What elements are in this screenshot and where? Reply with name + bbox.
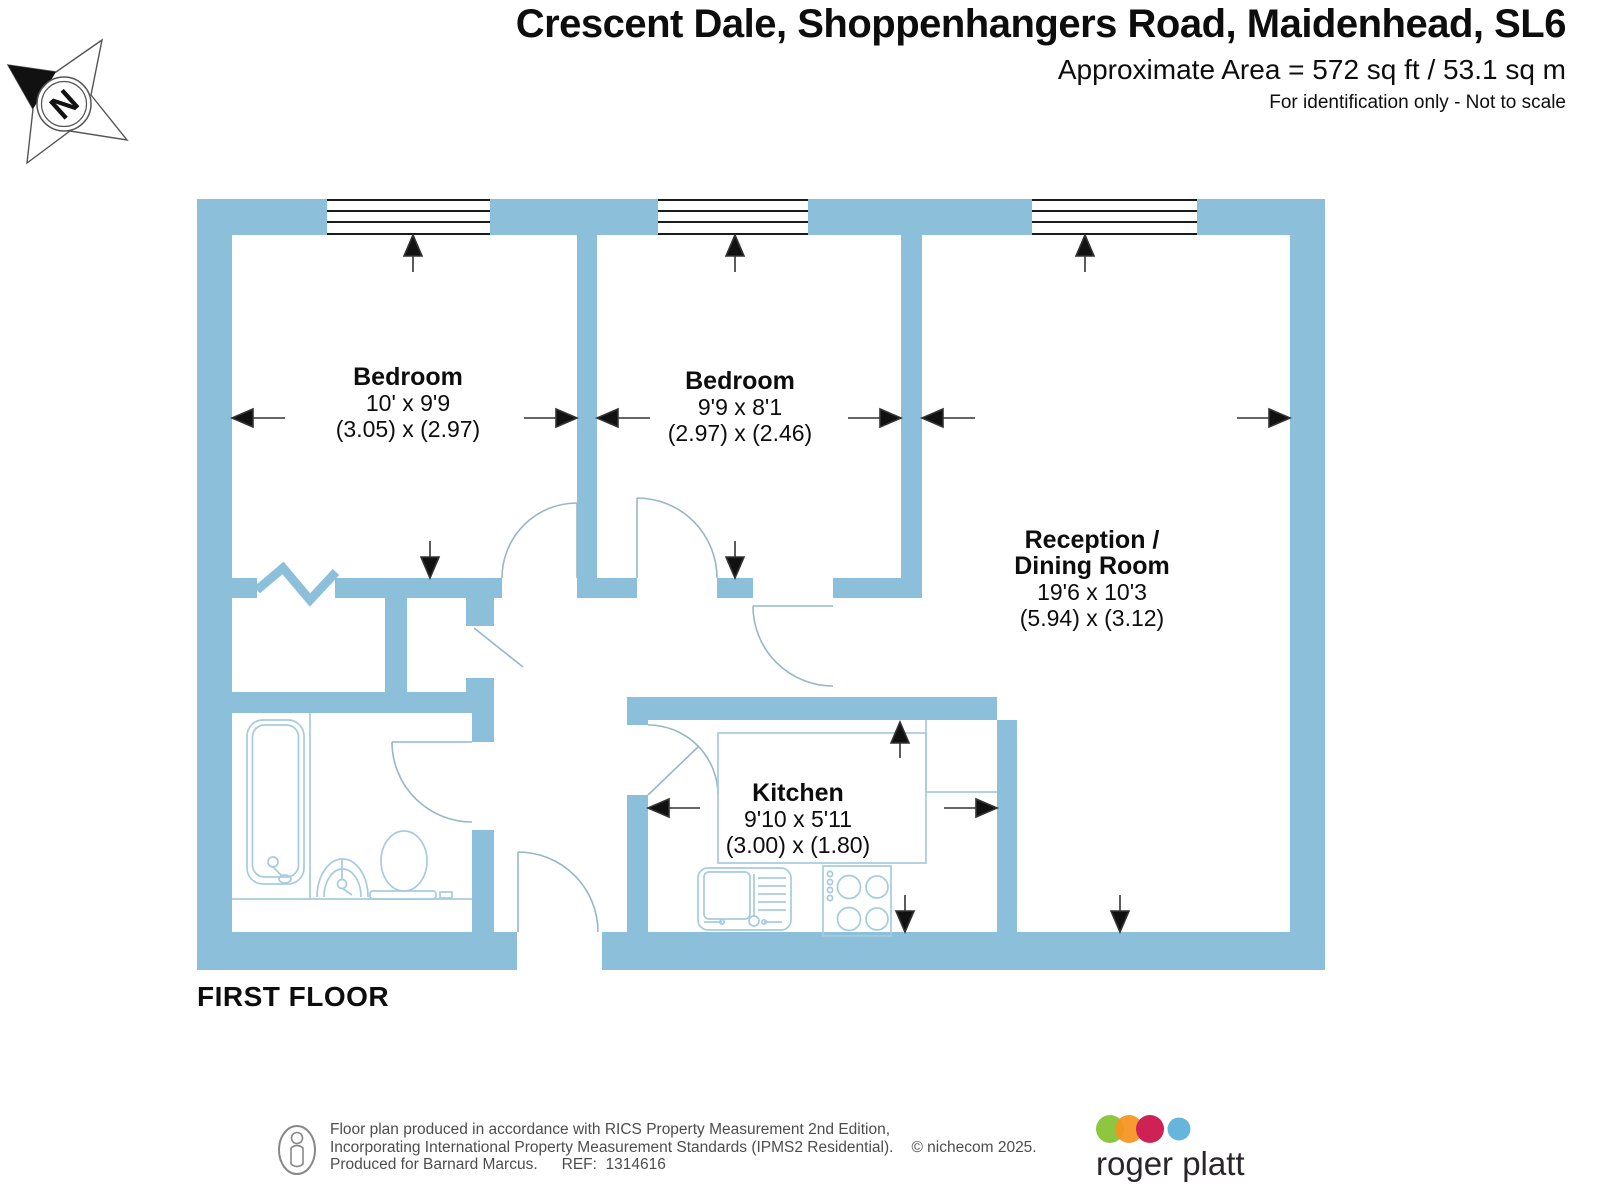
room-name: Bedroom <box>353 363 463 391</box>
wall-segment <box>466 596 494 626</box>
door-arc <box>636 497 718 579</box>
floor-label: FIRST FLOOR <box>197 981 390 1012</box>
wall-segment <box>577 578 637 598</box>
measurement-arrow <box>524 407 580 429</box>
kitchen-sink-icon <box>697 867 792 931</box>
wall-segment <box>627 697 997 720</box>
room-label-kitchen: Kitchen 9'10 x 5'11 (3.00) x (1.80) <box>726 780 870 858</box>
footer-line1: Floor plan produced in accordance with R… <box>330 1121 891 1138</box>
room-size-imperial: 9'9 x 8'1 <box>697 394 783 420</box>
room-size-metric: (3.05) x (2.97) <box>335 416 481 442</box>
wall-segment <box>472 692 494 742</box>
room-size-imperial: 19'6 x 10'3 <box>1037 579 1147 605</box>
approximate-area: Approximate Area = 572 sq ft / 53.1 sq m <box>1057 54 1566 85</box>
wall-segment <box>808 199 1032 235</box>
footer-ref: REF: 1314616 <box>561 1156 666 1173</box>
window-glyph <box>658 199 808 235</box>
measurement-arrow <box>229 407 285 429</box>
door-arc <box>391 741 473 823</box>
page-title: Crescent Dale, Shoppenhangers Road, Maid… <box>515 2 1567 46</box>
door-leaf <box>647 745 700 796</box>
room-label-bedroom1: Bedroom 10' x 9'9 (3.05) x (2.97) <box>336 364 480 442</box>
measurement-arrow <box>889 719 911 758</box>
measurement-arrow <box>1237 407 1293 429</box>
wall-segment <box>602 932 1325 970</box>
person-icon <box>278 1125 316 1175</box>
room-size-metric: (3.00) x (1.80) <box>725 832 871 858</box>
wall-segment <box>490 199 658 235</box>
brand-logo-dots <box>1096 1115 1191 1143</box>
wall-segment <box>335 578 502 598</box>
wall-segment <box>717 578 753 598</box>
door-arc <box>752 605 834 687</box>
room-name: Kitchen <box>752 779 844 807</box>
measurement-arrow <box>919 407 975 429</box>
room-size-imperial: 10' x 9'9 <box>365 390 451 416</box>
wall-segment <box>197 199 232 970</box>
footer-produced-for: Produced for Barnard Marcus. <box>330 1156 538 1173</box>
wall-segment <box>997 720 1017 932</box>
bathroom-fixtures <box>232 713 472 900</box>
measurement-arrow <box>1074 232 1096 272</box>
wall-segment <box>833 578 901 598</box>
wall-segment <box>232 692 494 713</box>
wall-segment <box>627 697 648 725</box>
measurement-arrow <box>944 797 1000 819</box>
footer-line2: Incorporating International Property Mea… <box>330 1138 894 1156</box>
measurement-arrow <box>1109 895 1131 935</box>
room-size-imperial: 9'10 x 5'11 <box>743 806 853 832</box>
footer-disclaimer: Floor plan produced in accordance with R… <box>330 1121 1037 1174</box>
measurement-arrow <box>402 232 424 272</box>
door-arc <box>501 502 578 579</box>
room-name: Reception / <box>1024 526 1160 554</box>
footer-copyright: © nichecom 2025. <box>911 1138 1037 1156</box>
toilet-icon <box>369 830 453 900</box>
measurement-arrow <box>419 541 441 581</box>
room-size-metric: (2.97) x (2.46) <box>667 420 813 446</box>
basin-icon <box>316 858 369 898</box>
compass-north-label: N <box>43 82 87 127</box>
brand-logo-text: roger platt <box>1096 1145 1245 1182</box>
door-arc <box>517 851 599 933</box>
hob-icon <box>822 865 892 937</box>
wall-segment <box>901 235 922 598</box>
measurement-arrow <box>848 407 904 429</box>
room-label-reception: Reception / Dining Room 19'6 x 10'3 (5.9… <box>1014 527 1170 631</box>
disclaimer: For identification only - Not to scale <box>1269 92 1566 113</box>
header: Crescent Dale, Shoppenhangers Road, Maid… <box>515 0 1567 114</box>
measurement-arrow <box>724 541 746 581</box>
window-glyph <box>327 199 490 235</box>
room-size-metric: (5.94) x (3.12) <box>1019 605 1165 631</box>
bathtub-icon <box>246 719 305 885</box>
room-name: Dining Room <box>1014 552 1170 580</box>
wall-segment <box>627 795 648 932</box>
wall-break-zigzag <box>254 561 340 607</box>
door-leaf <box>473 627 524 668</box>
measurement-arrow <box>594 407 650 429</box>
wall-segment <box>472 830 494 932</box>
room-label-bedroom2: Bedroom 9'9 x 8'1 (2.97) x (2.46) <box>668 368 812 446</box>
room-name: Bedroom <box>685 367 795 395</box>
door-arc <box>647 724 719 796</box>
measurement-arrow <box>894 895 916 935</box>
wall-segment <box>197 932 517 970</box>
wall-segment <box>232 578 257 598</box>
measurement-arrow <box>724 232 746 272</box>
compass-icon: N <box>6 38 129 165</box>
wall-segment <box>1290 199 1325 970</box>
window-glyph <box>1032 199 1197 235</box>
wall-segment <box>385 578 407 697</box>
wall-segment <box>577 235 597 578</box>
measurement-arrow <box>645 797 700 819</box>
